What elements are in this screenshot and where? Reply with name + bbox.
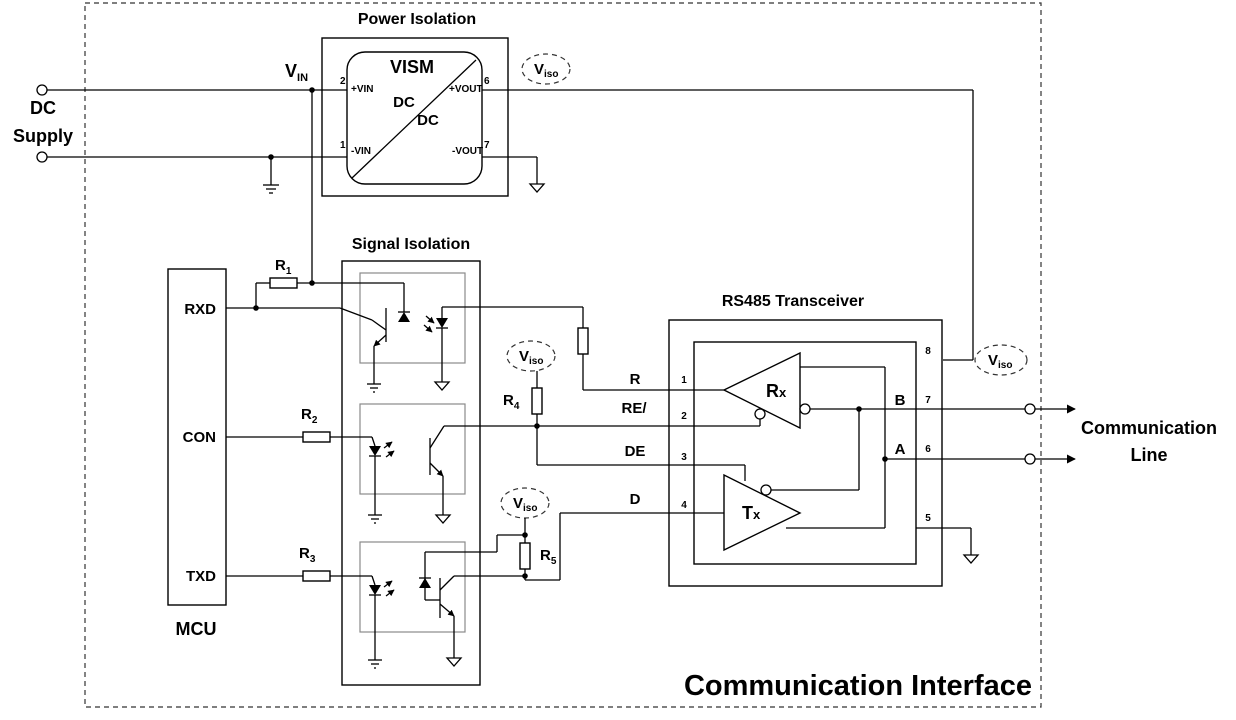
resistor-r4 xyxy=(531,387,543,415)
viso-label-pin8: Viso xyxy=(974,344,1028,376)
vism-pin7-number: 7 xyxy=(484,140,490,151)
vism-pin6-number: 6 xyxy=(484,76,490,87)
optocoupler-3 xyxy=(359,541,466,633)
ground-symbol xyxy=(368,514,382,524)
resistor-r2 xyxy=(302,431,331,443)
vism-label: VISM xyxy=(390,57,434,77)
transceiver-pin-2: 2 xyxy=(681,411,687,422)
signal-isolation-box xyxy=(341,260,481,686)
vism-pin2-name: +VIN xyxy=(351,84,374,95)
vism-pin1-name: -VIN xyxy=(351,146,371,157)
resistor-r1-label: R1 xyxy=(275,257,292,277)
viso-label-top: Viso xyxy=(521,53,571,85)
optocoupler-2 xyxy=(359,403,466,495)
resistor-r1 xyxy=(269,277,298,289)
vism-pin7-name: -VOUT xyxy=(452,146,483,157)
communication-interface-frame xyxy=(84,2,1042,708)
ground-symbol xyxy=(263,184,279,194)
transceiver-pin-3: 3 xyxy=(681,452,687,463)
transceiver-pin-5: 5 xyxy=(925,513,931,524)
dc-supply-label: DC xyxy=(30,98,56,118)
rx-receiver-buffer: Rx xyxy=(722,351,811,430)
transceiver-signal-r: R xyxy=(630,371,641,388)
opto3-phototransistor xyxy=(419,552,525,667)
rs485-transceiver-inner xyxy=(693,341,917,565)
vism-dc-in-label: DC xyxy=(393,94,415,111)
resistor-r4-label: R4 xyxy=(503,392,520,412)
dc-supply-minus-terminal xyxy=(36,151,48,163)
transceiver-signal-a: A xyxy=(895,441,906,458)
rs485-transceiver-box xyxy=(668,319,943,587)
vism-pin2-number: 2 xyxy=(340,76,346,87)
viso-label-r4: Viso xyxy=(506,340,556,372)
isolated-ground-symbol xyxy=(962,554,980,564)
transceiver-pin-1: 1 xyxy=(681,375,687,386)
communication-line-label: Communication xyxy=(1081,418,1217,438)
vism-module xyxy=(346,51,483,185)
svg-text:Viso: Viso xyxy=(519,348,543,367)
opto2-led xyxy=(369,436,395,515)
dc-supply-plus-terminal xyxy=(36,84,48,96)
communication-line-label-line2: Line xyxy=(1130,445,1167,465)
ground-symbol xyxy=(367,383,381,393)
vism-dc-out-label: DC xyxy=(417,112,439,129)
vin-label: VIN xyxy=(285,61,308,84)
transceiver-pin-7: 7 xyxy=(925,395,931,406)
power-isolation-title: Power Isolation xyxy=(358,11,476,28)
resistor-r3 xyxy=(302,570,331,582)
transceiver-pin-8: 8 xyxy=(925,346,931,357)
line-b-terminal xyxy=(1024,403,1036,415)
optocoupler-1 xyxy=(359,272,466,364)
mcu-pin-txd: TXD xyxy=(186,568,216,585)
svg-text:Viso: Viso xyxy=(513,495,537,514)
resistor-r3-label: R3 xyxy=(299,545,316,565)
transceiver-pin-4: 4 xyxy=(681,500,687,511)
transceiver-signal-b: B xyxy=(895,392,906,409)
viso-label-r5: Viso xyxy=(500,487,550,519)
resistor-r2-label: R2 xyxy=(301,406,318,426)
transceiver-signal-d: D xyxy=(630,491,641,508)
power-isolation-box xyxy=(321,37,509,197)
mcu-label: MCU xyxy=(176,619,217,639)
signal-isolation-title: Signal Isolation xyxy=(352,236,470,253)
line-a-terminal xyxy=(1024,453,1036,465)
vism-pin6-name: +VOUT xyxy=(449,84,483,95)
opto2-phototransistor xyxy=(429,425,537,524)
vism-divider-line xyxy=(351,59,477,179)
opto1-output xyxy=(423,306,583,391)
resistor-r5-label: R5 xyxy=(540,547,557,567)
rs485-transceiver-title: RS485 Transceiver xyxy=(722,293,864,310)
dc-supply-label-line2: Supply xyxy=(13,126,73,146)
opto3-led xyxy=(369,575,395,660)
resistor-opto1-pullup xyxy=(577,327,589,355)
tx-driver-buffer: Tx xyxy=(723,473,802,552)
svg-text:Tx: Tx xyxy=(742,503,761,523)
mcu-pin-rxd: RXD xyxy=(184,301,216,318)
opto1-led xyxy=(398,283,410,322)
communication-interface-label: Communication Interface xyxy=(684,670,1032,702)
svg-text:Viso: Viso xyxy=(534,61,558,80)
isolated-ground-symbol xyxy=(528,183,546,193)
opto1-phototransistor xyxy=(371,308,387,384)
vism-pin1-number: 1 xyxy=(340,140,346,151)
ground-symbol xyxy=(368,659,382,669)
transceiver-signal-de: DE xyxy=(625,443,646,460)
svg-text:Rx: Rx xyxy=(766,381,787,401)
mcu-pin-con: CON xyxy=(183,429,216,446)
transceiver-pin-6: 6 xyxy=(925,444,931,455)
transceiver-signal-re: RE/ xyxy=(621,400,647,417)
svg-text:Viso: Viso xyxy=(988,352,1012,371)
resistor-r5 xyxy=(519,542,531,570)
